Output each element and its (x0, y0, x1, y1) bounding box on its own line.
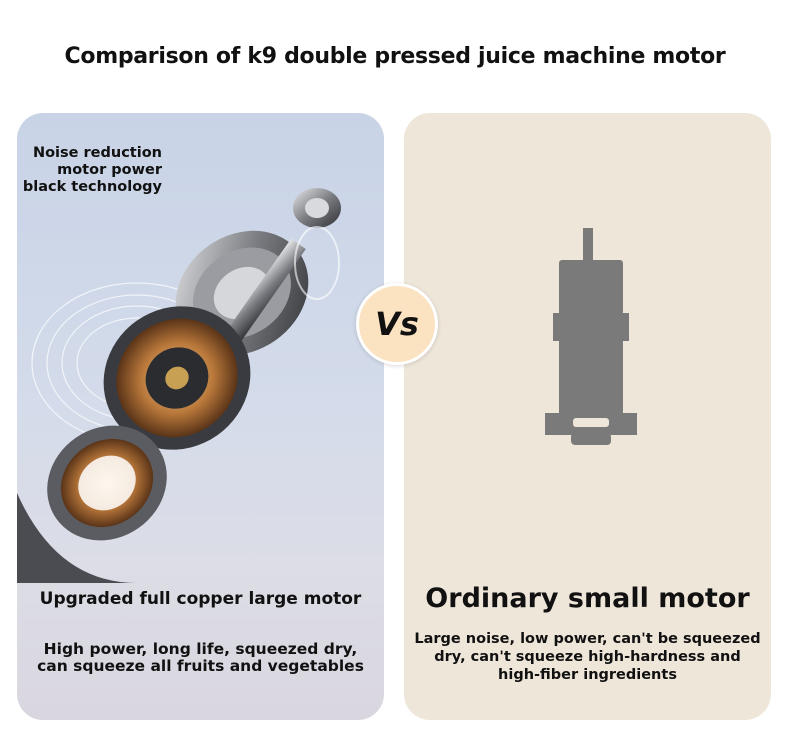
description-line: dry, can't squeeze high-hardness and (434, 649, 741, 665)
badge-line: black technology (22, 179, 162, 195)
large-motor-heading: Upgraded full copper large motor (39, 589, 362, 609)
small-motor-silhouette-icon (545, 228, 637, 445)
description-line: high-fiber ingredients (498, 667, 677, 683)
badge-line: motor power (57, 162, 162, 178)
noise-reduction-label: Noise reduction motor power black techno… (17, 145, 162, 196)
small-motor-heading: Ordinary small motor (425, 583, 750, 614)
description-line: can squeeze all fruits and vegetables (37, 657, 364, 675)
vs-label: Vs (375, 305, 419, 343)
description-line: Large noise, low power, can't be squeeze… (414, 631, 761, 647)
vs-badge: Vs (356, 283, 438, 365)
copper-motor-illustration (17, 188, 341, 583)
small-motor-panel: Ordinary small motor Large noise, low po… (404, 113, 771, 720)
large-motor-panel: Noise reduction motor power black techno… (17, 113, 384, 720)
small-motor-description: Large noise, low power, can't be squeeze… (404, 630, 771, 684)
badge-line: Noise reduction (32, 145, 162, 161)
large-motor-description: High power, long life, squeezed dry, can… (17, 641, 384, 675)
page-title: Comparison of k9 double pressed juice ma… (64, 44, 726, 69)
description-line: High power, long life, squeezed dry, (43, 640, 358, 658)
